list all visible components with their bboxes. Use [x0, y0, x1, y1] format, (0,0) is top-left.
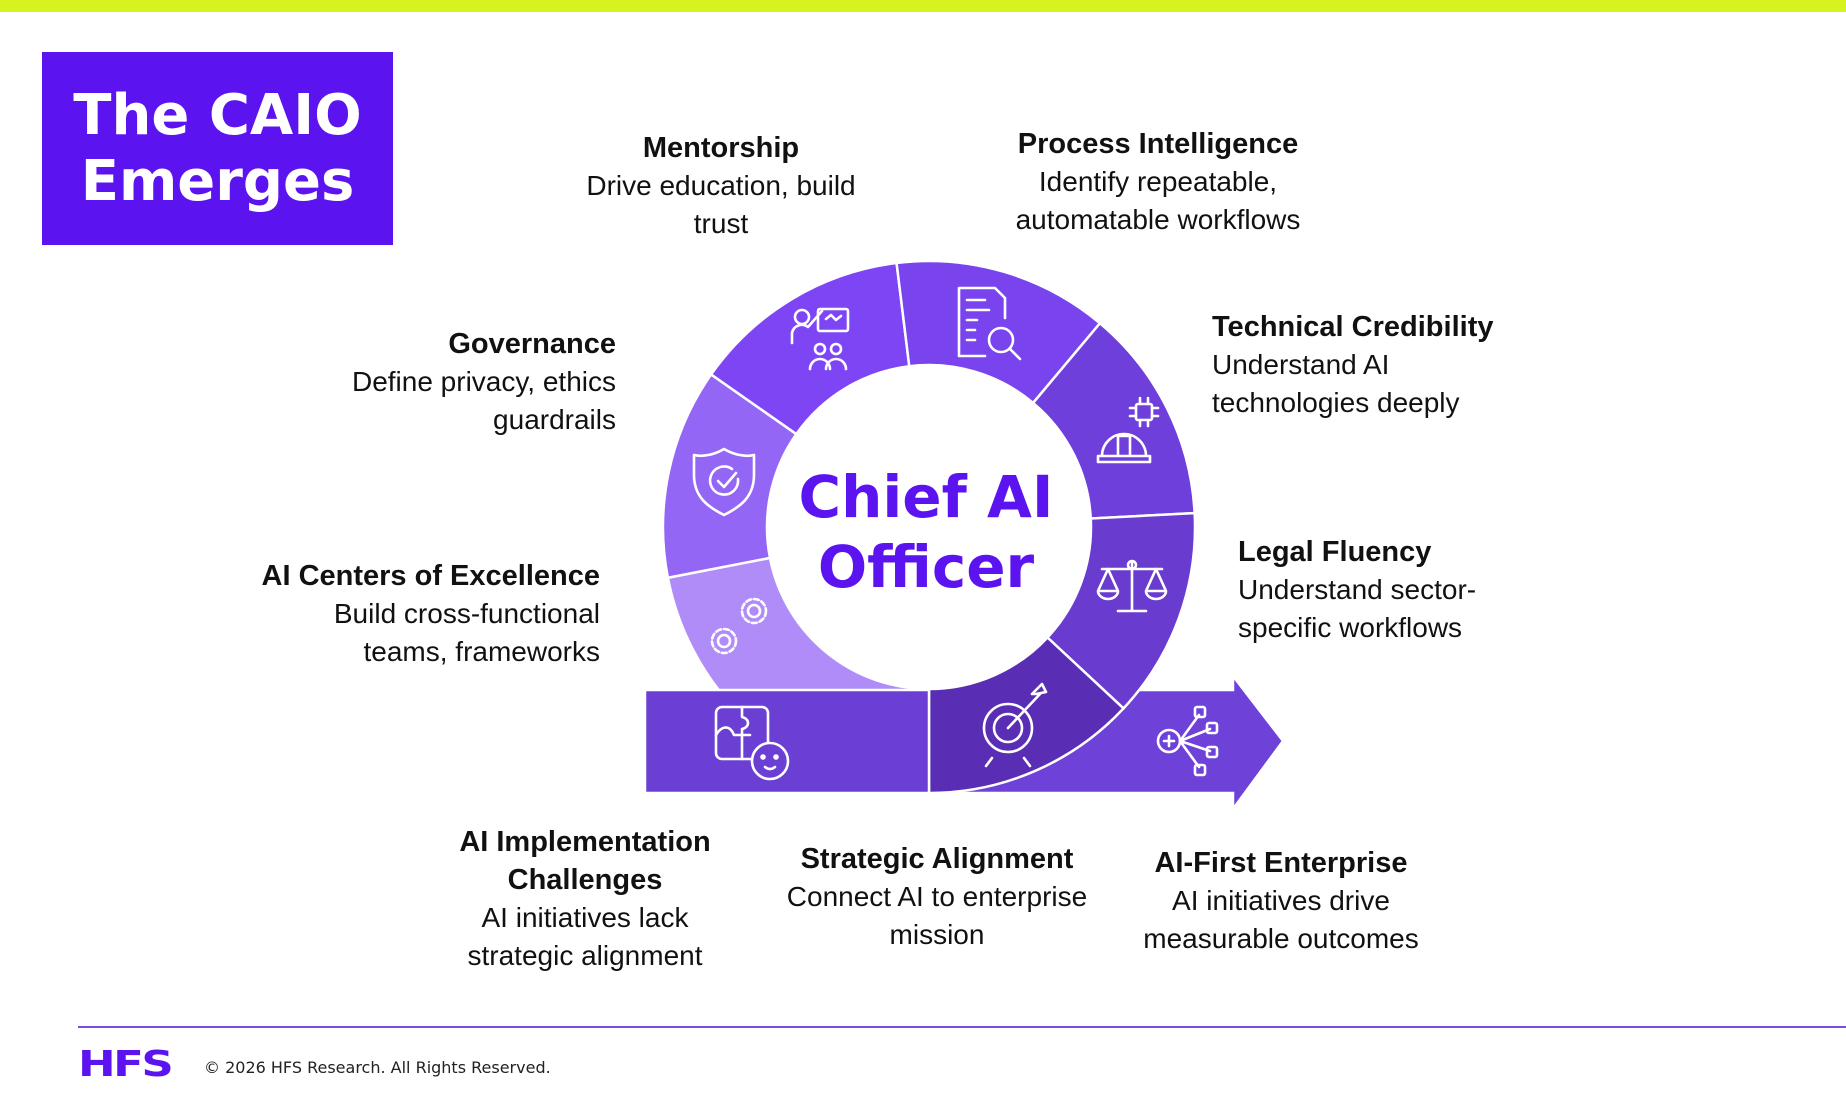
- title-line-1: The CAIO: [73, 82, 362, 148]
- label-desc: Connect AI to enterprise: [786, 881, 1088, 912]
- label-desc: Drive education, build: [586, 170, 856, 201]
- label-desc: guardrails: [493, 404, 616, 435]
- label-desc: specific workflows: [1238, 612, 1463, 643]
- label-desc: mission: [889, 919, 985, 950]
- label-title: AI-First Enterprise: [1154, 847, 1408, 879]
- document-search-icon: [957, 286, 1022, 361]
- label-desc: teams, frameworks: [363, 636, 601, 667]
- hfs-logo: HFS: [78, 1044, 174, 1085]
- label-title: Strategic Alignment: [800, 843, 1074, 875]
- label-desc: AI initiatives lack: [481, 902, 689, 933]
- gears-icon: [710, 597, 768, 655]
- center-title-line-1: Chief AI: [798, 463, 1054, 531]
- label-ai-first-enterprise: AI-First Enterprise AI initiatives drive…: [1143, 844, 1418, 958]
- label-desc: Understand sector-: [1238, 574, 1477, 605]
- target-arrow-icon: [982, 682, 1048, 768]
- network-icon: [1156, 705, 1219, 777]
- puzzle-face-icon: [714, 705, 790, 781]
- label-title: Governance: [448, 328, 616, 360]
- center-title-line-2: Officer: [817, 533, 1035, 601]
- label-desc: strategic alignment: [467, 940, 703, 971]
- label-process-intelligence: Process Intelligence Identify repeatable…: [1016, 125, 1301, 239]
- label-desc: Identify repeatable,: [1038, 166, 1278, 197]
- label-desc: technologies deeply: [1212, 387, 1460, 418]
- label-desc: AI initiatives drive: [1172, 885, 1390, 916]
- label-title: Challenges: [507, 864, 663, 896]
- label-legal-fluency: Legal Fluency Understand sector- specifi…: [1238, 533, 1476, 647]
- scales-icon: [1096, 559, 1168, 613]
- label-title: Technical Credibility: [1212, 311, 1494, 343]
- label-title: AI Implementation: [459, 826, 711, 858]
- label-desc: trust: [693, 208, 749, 239]
- label-title: Mentorship: [642, 132, 800, 164]
- slide-title: The CAIO Emerges: [42, 52, 393, 245]
- top-accent-bar: [0, 0, 1846, 12]
- label-ai-centers-of-excellence: AI Centers of Excellence Build cross-fun…: [262, 557, 600, 671]
- label-desc: measurable outcomes: [1143, 923, 1419, 954]
- label-title: Process Intelligence: [1017, 128, 1299, 160]
- label-desc: Understand AI: [1212, 349, 1390, 380]
- label-strategic-alignment: Strategic Alignment Connect AI to enterp…: [787, 840, 1087, 954]
- label-mentorship: Mentorship Drive education, build trust: [586, 129, 855, 243]
- ai-implementation-challenges-bar: [643, 688, 931, 795]
- presentation-team-icon: [790, 307, 850, 371]
- copyright-text: © 2026 HFS Research. All Rights Reserved…: [204, 1058, 551, 1077]
- center-title: Chief AI Officer: [756, 462, 1096, 602]
- label-desc: automatable workflows: [1015, 204, 1301, 235]
- label-governance: Governance Define privacy, ethics guardr…: [352, 325, 616, 439]
- footer-divider: [78, 1026, 1846, 1028]
- label-title: Legal Fluency: [1238, 536, 1432, 568]
- label-ai-implementation-challenges: AI Implementation Challenges AI initiati…: [459, 823, 710, 975]
- title-line-2: Emerges: [80, 148, 355, 214]
- label-desc: Build cross-functional: [333, 598, 600, 629]
- hardhat-chip-icon: [1096, 396, 1160, 464]
- label-desc: Define privacy, ethics: [351, 366, 616, 397]
- label-title: AI Centers of Excellence: [261, 560, 600, 592]
- label-technical-credibility: Technical Credibility Understand AI tech…: [1212, 308, 1493, 422]
- shield-check-icon: [692, 447, 756, 517]
